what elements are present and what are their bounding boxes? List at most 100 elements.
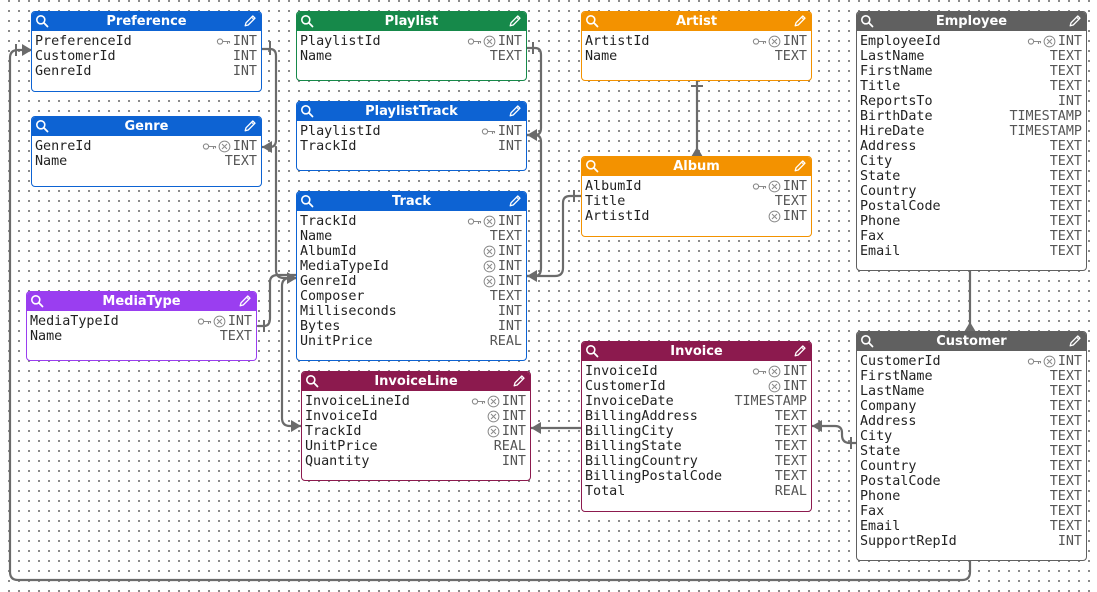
edit-pencil-icon[interactable] bbox=[512, 374, 526, 388]
edit-pencil-icon[interactable] bbox=[793, 344, 807, 358]
search-icon[interactable] bbox=[860, 14, 874, 28]
table-header[interactable]: Artist bbox=[582, 12, 811, 31]
edit-pencil-icon[interactable] bbox=[238, 294, 252, 308]
search-icon[interactable] bbox=[585, 14, 599, 28]
table-header[interactable]: Genre bbox=[32, 117, 261, 136]
table-header[interactable]: Track bbox=[297, 192, 526, 211]
table-header[interactable]: Playlist bbox=[297, 12, 526, 31]
search-icon[interactable] bbox=[300, 104, 314, 118]
search-icon[interactable] bbox=[35, 14, 49, 28]
edit-pencil-icon[interactable] bbox=[508, 194, 522, 208]
search-icon[interactable] bbox=[300, 14, 314, 28]
table-header[interactable]: Preference bbox=[32, 12, 261, 31]
search-icon[interactable] bbox=[305, 374, 319, 388]
table-header[interactable]: Invoice bbox=[582, 342, 811, 361]
edit-pencil-icon[interactable] bbox=[243, 119, 257, 133]
edit-pencil-icon[interactable] bbox=[243, 14, 257, 28]
table-header[interactable]: Employee bbox=[857, 12, 1086, 31]
search-icon[interactable] bbox=[300, 194, 314, 208]
edit-pencil-icon[interactable] bbox=[508, 104, 522, 118]
search-icon[interactable] bbox=[30, 294, 44, 308]
table-header[interactable]: Album bbox=[582, 157, 811, 176]
edit-pencil-icon[interactable] bbox=[1068, 334, 1082, 348]
table-header[interactable]: Customer bbox=[857, 332, 1086, 351]
edit-pencil-icon[interactable] bbox=[508, 14, 522, 28]
edit-pencil-icon[interactable] bbox=[793, 14, 807, 28]
table-header[interactable]: InvoiceLine bbox=[302, 372, 530, 391]
search-icon[interactable] bbox=[585, 344, 599, 358]
search-icon[interactable] bbox=[35, 119, 49, 133]
